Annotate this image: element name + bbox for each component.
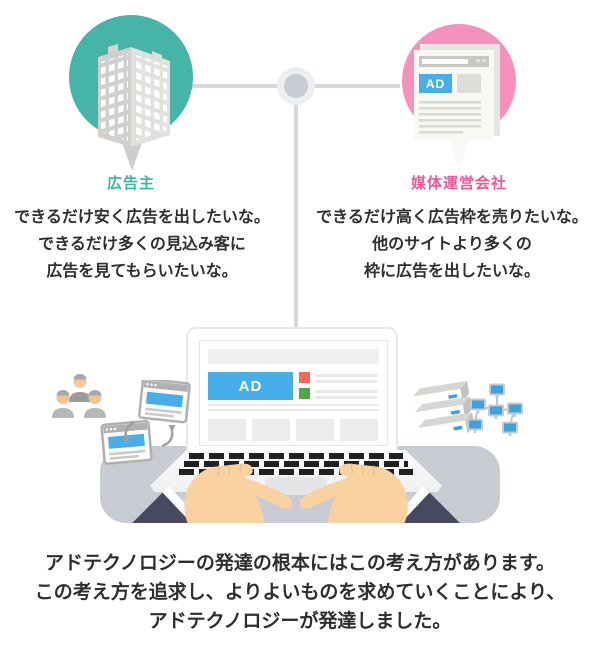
text-line bbox=[315, 374, 377, 377]
text-line bbox=[208, 409, 379, 411]
advertiser-bubble bbox=[69, 15, 193, 171]
thumbnail-box bbox=[252, 419, 290, 441]
laptop-ad-banner: AD bbox=[208, 372, 293, 400]
conclusion-line: アドテクノロジーの発達の根本にはこの考え方があります。 bbox=[45, 553, 555, 574]
red-list-bullet bbox=[299, 372, 310, 383]
keyboard-row bbox=[179, 469, 413, 475]
laptop-webpage: AD bbox=[199, 340, 388, 446]
webpage-ad-icon: AD bbox=[414, 44, 500, 172]
thumbnail-box bbox=[208, 419, 246, 441]
text-line bbox=[315, 396, 377, 399]
conclusion-line: この考え方を追求し、よりよいものを求めていくことにより、 bbox=[34, 582, 566, 603]
publisher-label: 媒体運営会社 bbox=[410, 175, 507, 192]
network-monitor bbox=[467, 383, 523, 436]
text-line bbox=[208, 404, 379, 406]
publisher-ad-text: AD bbox=[426, 77, 445, 91]
exchange-arrow-down bbox=[124, 420, 135, 439]
advertiser-wish-line: 広告を見てもらいたいな。 bbox=[46, 263, 238, 280]
browser-exchange-icon bbox=[100, 380, 191, 465]
text-line bbox=[315, 390, 377, 393]
publisher-wish-line: 枠に広告を出したいな。 bbox=[363, 263, 540, 280]
horizontal-connector-line bbox=[150, 84, 400, 88]
browser-window bbox=[138, 380, 191, 424]
keyboard-row bbox=[184, 461, 408, 467]
publisher-bubble: AD bbox=[402, 24, 516, 172]
keyboard-row bbox=[189, 453, 403, 459]
laptop-touchpad bbox=[265, 477, 327, 495]
advertiser-wish-line: できるだけ安く広告を出したいな。 bbox=[14, 209, 270, 226]
thumbnail-box bbox=[340, 419, 378, 441]
right-hand bbox=[300, 464, 460, 523]
publisher-ad-banner bbox=[419, 74, 452, 93]
vertical-connector-line bbox=[294, 86, 298, 330]
publisher-wishes: できるだけ高く広告枠を売りたいな。 他のサイトより多くの 枠に広告を出したいな。 bbox=[314, 204, 590, 285]
left-hand bbox=[132, 463, 293, 523]
advertiser-wishes: できるだけ安く広告を出したいな。 できるだけ多くの見込み客に 広告を見てもらいた… bbox=[4, 204, 280, 285]
publisher-wish-line: 他のサイトより多くの bbox=[372, 236, 532, 253]
exchange-arrow-up bbox=[161, 429, 174, 448]
advertiser-wish-line: できるだけ多くの見込み客に bbox=[38, 236, 246, 253]
green-list-bullet bbox=[299, 388, 310, 399]
people-group-icon bbox=[52, 374, 106, 418]
server-stack-icon bbox=[412, 380, 475, 441]
building-icon bbox=[98, 44, 170, 171]
typing-hands bbox=[100, 446, 500, 523]
text-line bbox=[315, 380, 377, 383]
publisher-wish-line: できるだけ高く広告枠を売りたいな。 bbox=[316, 209, 588, 226]
conclusion-text: アドテクノロジーの発達の根本にはこの考え方があります。 この考え方を追求し、より… bbox=[10, 549, 590, 636]
connector-node bbox=[284, 74, 308, 98]
webpage-header-bar bbox=[208, 349, 379, 364]
monitor-network-icon bbox=[467, 383, 523, 436]
thumbnail-box bbox=[296, 419, 334, 441]
advertiser-label: 広告主 bbox=[106, 175, 155, 192]
hand bbox=[184, 463, 293, 523]
conclusion-line: アドテクノロジーが発達しました。 bbox=[148, 611, 452, 632]
